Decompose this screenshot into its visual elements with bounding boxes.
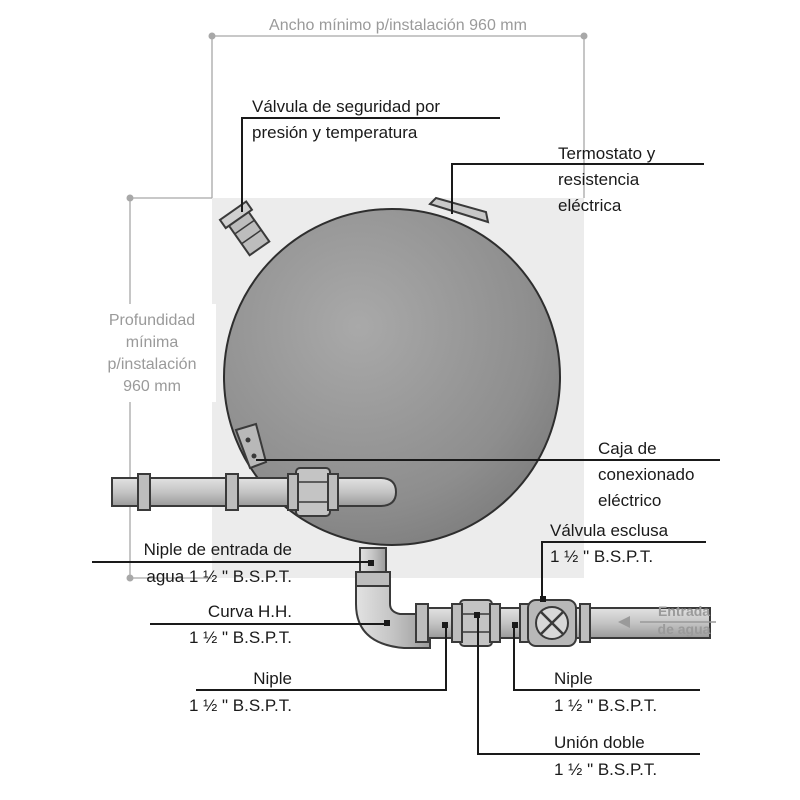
- safety-valve: [218, 200, 271, 257]
- thermostat-callout: Termostato y resistencia eléctrica: [451, 144, 704, 215]
- inlet-nipple-label-1: Niple de entrada de: [144, 540, 292, 559]
- thermostat-label-3: eléctrica: [558, 196, 622, 215]
- depth-dimension-label-4: 960 mm: [123, 378, 181, 395]
- gate-valve-callout: Válvula esclusa 1 ½ " B.S.P.T.: [541, 521, 706, 598]
- inlet-nipple-callout: Niple de entrada de agua 1 ½ " B.S.P.T.: [92, 540, 370, 586]
- side-pipe: [111, 467, 398, 517]
- depth-dimension-label-2: mínima: [126, 334, 179, 351]
- nipple-left-callout: Niple 1 ½ " B.S.P.T.: [189, 626, 447, 715]
- junction-box-label-1: Caja de: [598, 439, 657, 458]
- depth-dimension: Profundidad mínima p/instalación 960 mm: [88, 194, 216, 582]
- safety-valve-label-2: presión y temperatura: [252, 123, 418, 142]
- thermostat-cover: [428, 196, 490, 224]
- thermostat-label-2: resistencia: [558, 170, 640, 189]
- arrow-left-icon: [618, 616, 630, 628]
- nipple-left-label-2: 1 ½ " B.S.P.T.: [189, 696, 292, 715]
- junction-box: [234, 422, 268, 470]
- safety-valve-label-1: Válvula de seguridad por: [252, 97, 440, 116]
- nipple-right-label-1: Niple: [554, 669, 593, 688]
- depth-dimension-label-3: p/instalación: [108, 356, 197, 373]
- safety-valve-callout: Válvula de seguridad por presión y tempe…: [241, 97, 500, 212]
- junction-box-label-2: conexionado: [598, 465, 694, 484]
- junction-box-callout: Caja de conexionado eléctrico: [256, 439, 720, 510]
- gate-valve-label-2: 1 ½ " B.S.P.T.: [550, 547, 653, 566]
- water-inlet-indicator: Entrada de agua: [618, 603, 716, 637]
- elbow-label-2: 1 ½ " B.S.P.T.: [189, 628, 292, 647]
- nipple-left-label-1: Niple: [253, 669, 292, 688]
- double-union-label-1: Unión doble: [554, 733, 645, 752]
- width-dimension: Ancho mínimo p/instalación 960 mm: [208, 14, 588, 198]
- water-inlet-label-1: Entrada: [658, 603, 710, 619]
- inlet-pipe-assembly: [355, 547, 711, 649]
- nipple-right-label-2: 1 ½ " B.S.P.T.: [554, 696, 657, 715]
- nipple-right-callout: Niple 1 ½ " B.S.P.T.: [513, 626, 700, 715]
- double-union-label-2: 1 ½ " B.S.P.T.: [554, 760, 657, 779]
- thermostat-label-1: Termostato y: [558, 144, 656, 163]
- depth-dimension-label-1: Profundidad: [109, 312, 195, 329]
- water-inlet-label-2: de agua: [658, 621, 711, 637]
- elbow-callout: Curva H.H. 1 ½ " B.S.P.T.: [150, 602, 386, 647]
- width-dimension-label: Ancho mínimo p/instalación 960 mm: [269, 17, 527, 34]
- elbow-label-1: Curva H.H.: [208, 602, 292, 621]
- double-union-callout: Unión doble 1 ½ " B.S.P.T.: [477, 616, 700, 779]
- gate-valve-label-1: Válvula esclusa: [550, 521, 669, 540]
- inlet-nipple-label-2: agua 1 ½ " B.S.P.T.: [146, 567, 292, 586]
- junction-box-label-3: eléctrico: [598, 491, 661, 510]
